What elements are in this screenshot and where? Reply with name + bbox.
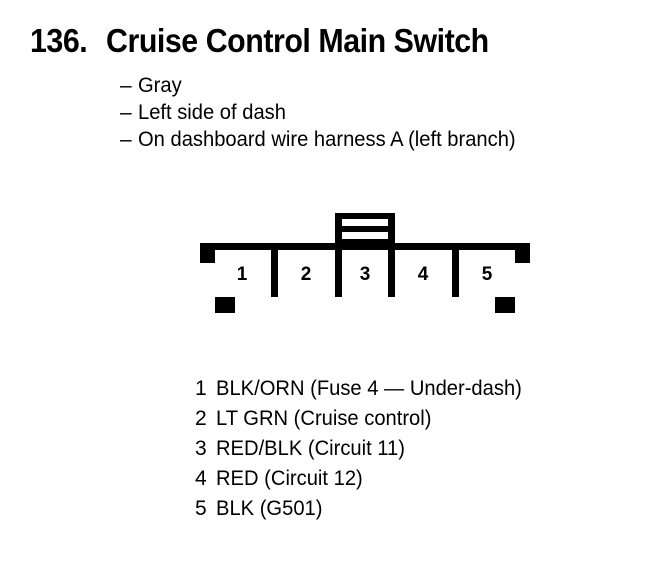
pin-cell-1 xyxy=(214,250,271,297)
description-label: Gray xyxy=(138,74,182,97)
description-item: – Left side of dash xyxy=(120,99,531,126)
right-foot xyxy=(495,297,515,313)
pin-cell-5 xyxy=(459,250,516,297)
dash-bullet-icon: – xyxy=(120,101,132,124)
description-label: On dashboard wire harness A (left branch… xyxy=(138,128,516,151)
pin-number-2: 2 xyxy=(301,264,312,285)
legend-pin-number: 4 xyxy=(195,467,207,490)
pin-cell-4 xyxy=(395,250,452,297)
description-item: – On dashboard wire harness A (left bran… xyxy=(120,126,531,153)
pin-number-4: 4 xyxy=(418,264,429,285)
description-item: – Gray xyxy=(120,72,531,99)
pin-cell-2 xyxy=(278,250,335,297)
legend-pin-description: LT GRN (Cruise control) xyxy=(216,407,432,430)
legend-row: 1 BLK/ORN (Fuse 4 — Under-dash) xyxy=(195,374,535,404)
legend-pin-description: RED (Circuit 12) xyxy=(216,467,363,490)
legend-pin-description: BLK (G501) xyxy=(216,497,323,520)
locking-tab-slot-lower xyxy=(342,232,388,239)
description-list: – Gray – Left side of dash – On dashboar… xyxy=(120,72,531,153)
pin-number-5: 5 xyxy=(482,264,493,285)
legend-row: 3 RED/BLK (Circuit 11) xyxy=(195,434,535,464)
description-label: Left side of dash xyxy=(138,101,286,124)
pin-number-3: 3 xyxy=(360,264,371,285)
connector-outline-svg: 1 2 3 4 5 xyxy=(200,213,530,313)
connector-diagram: 1 2 3 4 5 xyxy=(190,205,540,330)
pin-legend: 1 BLK/ORN (Fuse 4 — Under-dash) 2 LT GRN… xyxy=(195,374,535,524)
title-number: 136. xyxy=(30,22,88,59)
dash-bullet-icon: – xyxy=(120,74,132,97)
legend-pin-description: RED/BLK (Circuit 11) xyxy=(216,437,405,460)
left-foot xyxy=(215,297,235,313)
legend-pin-description: BLK/ORN (Fuse 4 — Under-dash) xyxy=(216,377,522,400)
title-text: Cruise Control Main Switch xyxy=(106,22,489,59)
legend-row: 2 LT GRN (Cruise control) xyxy=(195,404,535,434)
legend-pin-number: 3 xyxy=(195,437,207,460)
right-step-notch xyxy=(515,243,530,263)
legend-pin-number: 2 xyxy=(195,407,207,430)
locking-tab xyxy=(335,213,395,245)
legend-pin-number: 5 xyxy=(195,497,207,520)
dash-bullet-icon: – xyxy=(120,128,132,151)
legend-row: 5 BLK (G501) xyxy=(195,494,535,524)
locking-tab-slot-upper xyxy=(342,219,388,226)
page-title: 136. Cruise Control Main Switch xyxy=(30,22,522,60)
legend-row: 4 RED (Circuit 12) xyxy=(195,464,535,494)
pin-cell-3 xyxy=(342,250,388,297)
left-step-notch xyxy=(200,243,215,263)
pin-number-1: 1 xyxy=(237,264,248,285)
legend-pin-number: 1 xyxy=(195,377,207,400)
